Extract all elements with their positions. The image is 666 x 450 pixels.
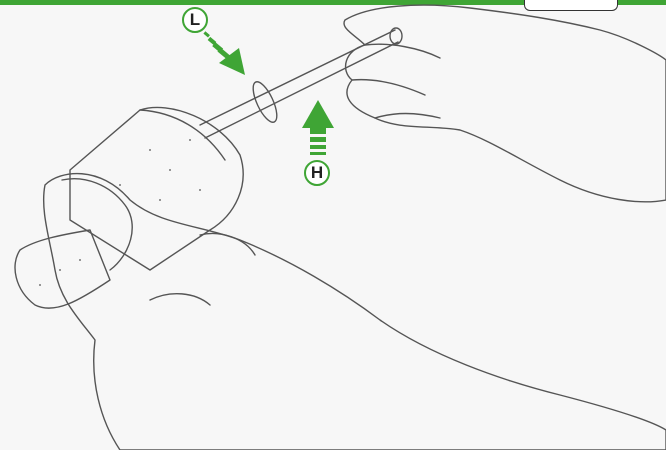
callout-l: L	[182, 7, 208, 33]
right-hand-outline	[344, 5, 666, 202]
arrow-up-icon	[302, 100, 334, 155]
arrow-diagonal-down-right-icon	[203, 31, 245, 75]
left-thumb	[62, 179, 132, 270]
handle	[15, 230, 110, 308]
left-fingers	[150, 234, 255, 305]
block-texture	[39, 139, 201, 286]
callout-l-label: L	[190, 10, 200, 30]
callout-h: H	[304, 160, 330, 186]
left-hand-outline	[44, 174, 666, 450]
rod-top	[200, 30, 395, 125]
rod-end	[390, 28, 402, 44]
callout-h-label: H	[311, 163, 323, 183]
right-hand-fingers	[352, 44, 440, 118]
